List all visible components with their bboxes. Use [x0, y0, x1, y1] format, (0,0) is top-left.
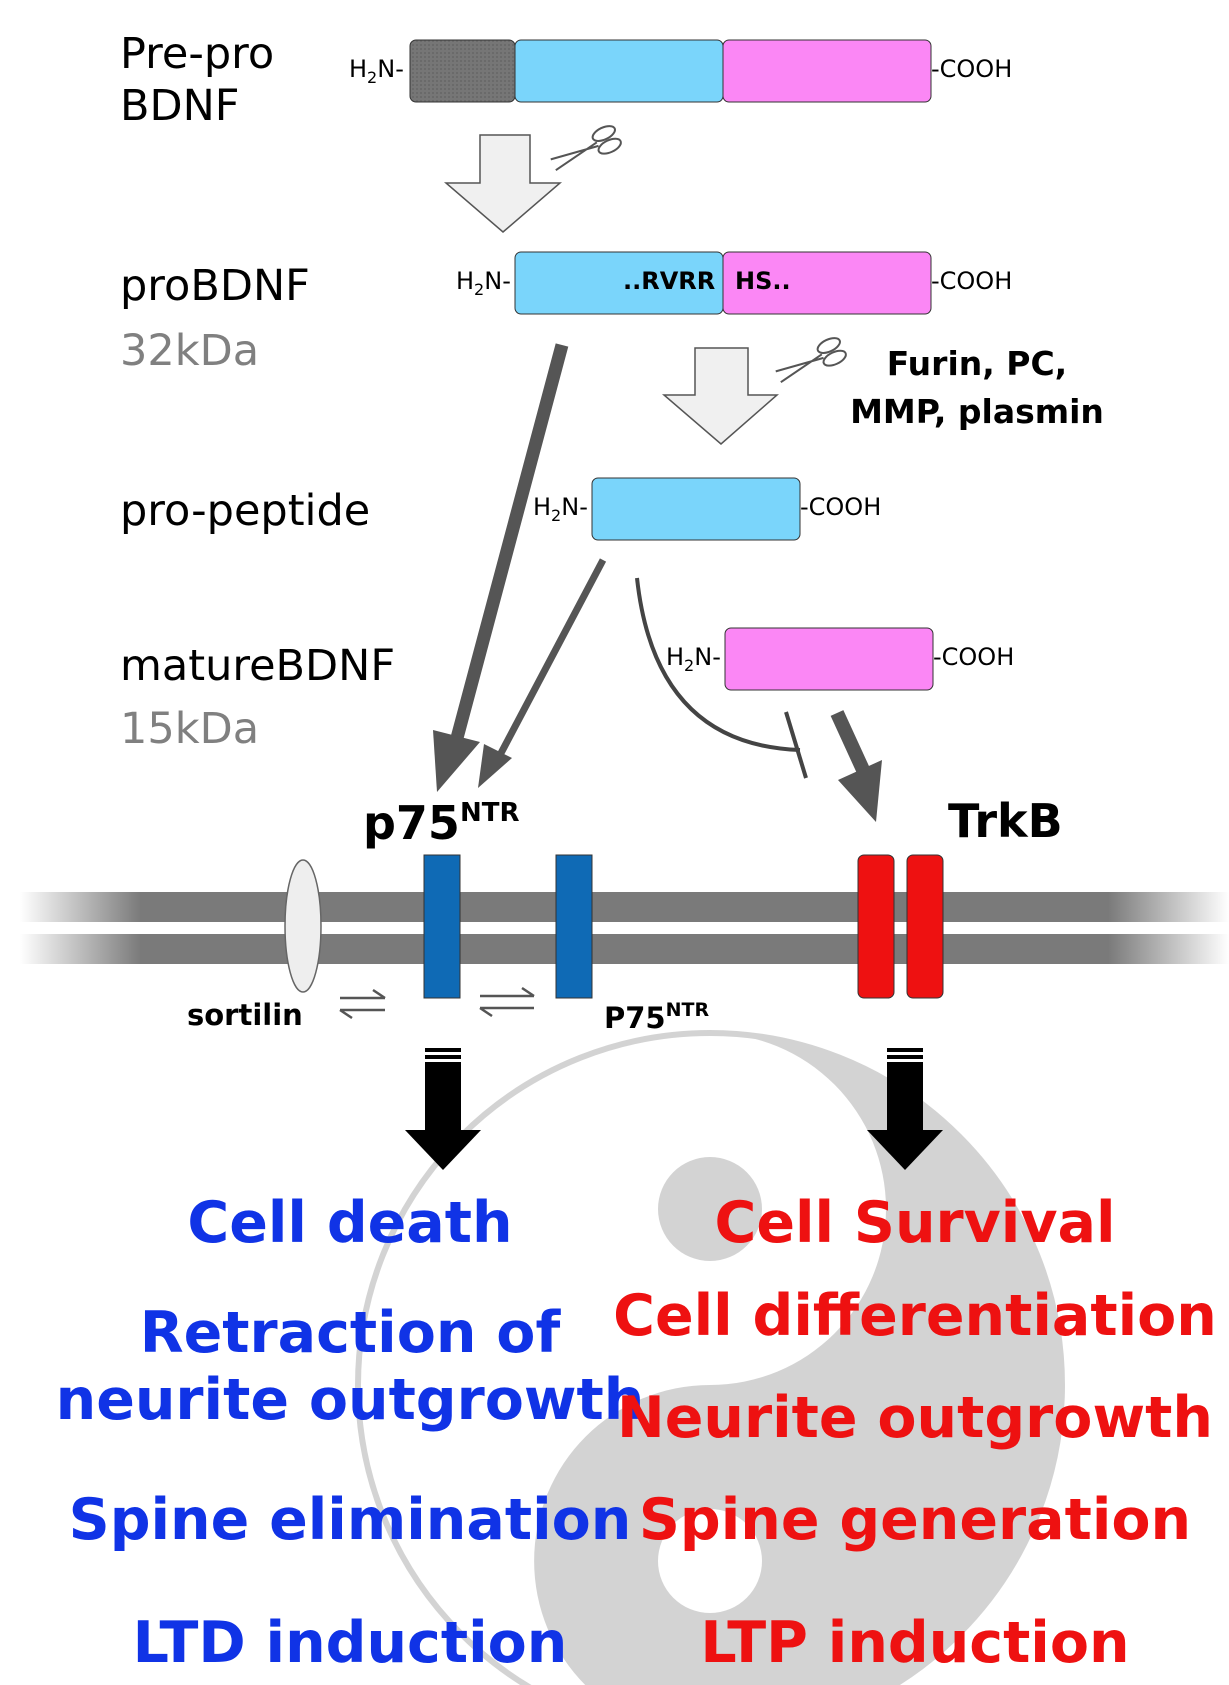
- stage-label-propeptide: pro-peptide: [120, 486, 371, 536]
- c-terminus-label: -COOH: [933, 643, 1015, 671]
- probdnf-bar: [514, 251, 932, 315]
- p75-receptor-2: [555, 854, 593, 999]
- death-signal-arrow: [405, 1048, 481, 1170]
- outcome-cell-survival: Cell Survival: [714, 1190, 1116, 1256]
- n-terminus-label: H2N-: [666, 643, 721, 675]
- p75-receptor-1: [423, 854, 461, 999]
- signal-peptide-segment: [409, 39, 516, 103]
- propeptide-to-p75-arrow: [478, 558, 607, 788]
- c-terminus-label: -COOH: [931, 267, 1013, 295]
- n-terminus-label: H2N-: [456, 267, 511, 299]
- outcome-ltp-induction: LTP induction: [700, 1610, 1130, 1676]
- outcome-neurite-retraction: Retraction of neurite outgrowth: [55, 1300, 645, 1433]
- mature-bdnf-bar: [724, 627, 934, 691]
- mature-to-trkb-arrow: [830, 710, 882, 822]
- sortilin-label: sortilin: [187, 998, 303, 1032]
- stage-label-prepro: Pre-pro BDNF: [120, 29, 275, 131]
- propeptide-inhibition-line: [635, 577, 808, 779]
- prepro-bdnf-bar: [409, 39, 932, 103]
- outcome-spine-elimination: Spine elimination: [68, 1487, 632, 1553]
- prodomain-segment: [514, 39, 724, 103]
- survival-signal-arrow: [867, 1048, 943, 1170]
- p75ntr-small-label: P75NTR: [604, 999, 710, 1035]
- n-terminus-label: H2N-: [349, 55, 404, 87]
- equilibrium-arrows: [339, 988, 386, 1020]
- scissors-icon: [550, 125, 622, 172]
- scissors-icon: [775, 337, 847, 384]
- outcome-neurite-outgrowth: Neurite outgrowth: [617, 1385, 1213, 1451]
- cleavage-seq-right: HS..: [735, 267, 791, 295]
- processing-arrow-2: [661, 347, 779, 445]
- cell-membrane: [20, 892, 1229, 964]
- probdnf-to-p75-arrow: [433, 343, 569, 792]
- outcome-spine-generation: Spine generation: [638, 1487, 1192, 1553]
- propeptide-bar: [591, 477, 801, 541]
- trkb-receptor-2: [906, 854, 944, 999]
- sortilin-receptor: [284, 859, 322, 993]
- yin-yang-background: [355, 1030, 1065, 1685]
- outcome-cell-differentiation: Cell differentiation: [613, 1283, 1217, 1349]
- stage-label-probdnf: proBDNF: [120, 261, 310, 311]
- p75ntr-label: p75NTR: [363, 796, 520, 850]
- mature-domain-segment: [722, 39, 932, 103]
- cleavage-seq-left: ..RVRR: [623, 267, 716, 295]
- trkb-label: TrkB: [948, 794, 1063, 848]
- protease-list: Furin, PC, MMP, plasmin: [850, 344, 1104, 431]
- stage-mass-probdnf: 32kDa: [120, 326, 260, 376]
- processing-arrow-1: [443, 134, 563, 233]
- n-terminus-label: H2N-: [533, 493, 588, 525]
- c-terminus-label: -COOH: [800, 493, 882, 521]
- stage-mass-mature: 15kDa: [120, 704, 260, 754]
- equilibrium-arrows: [479, 986, 535, 1018]
- trkb-receptor-1: [857, 854, 895, 999]
- c-terminus-label: -COOH: [931, 55, 1013, 83]
- stage-label-mature: matureBDNF: [120, 641, 396, 691]
- outcome-ltd-induction: LTD induction: [132, 1610, 568, 1676]
- outcome-cell-death: Cell death: [187, 1190, 513, 1256]
- mature-domain-segment: [722, 251, 932, 315]
